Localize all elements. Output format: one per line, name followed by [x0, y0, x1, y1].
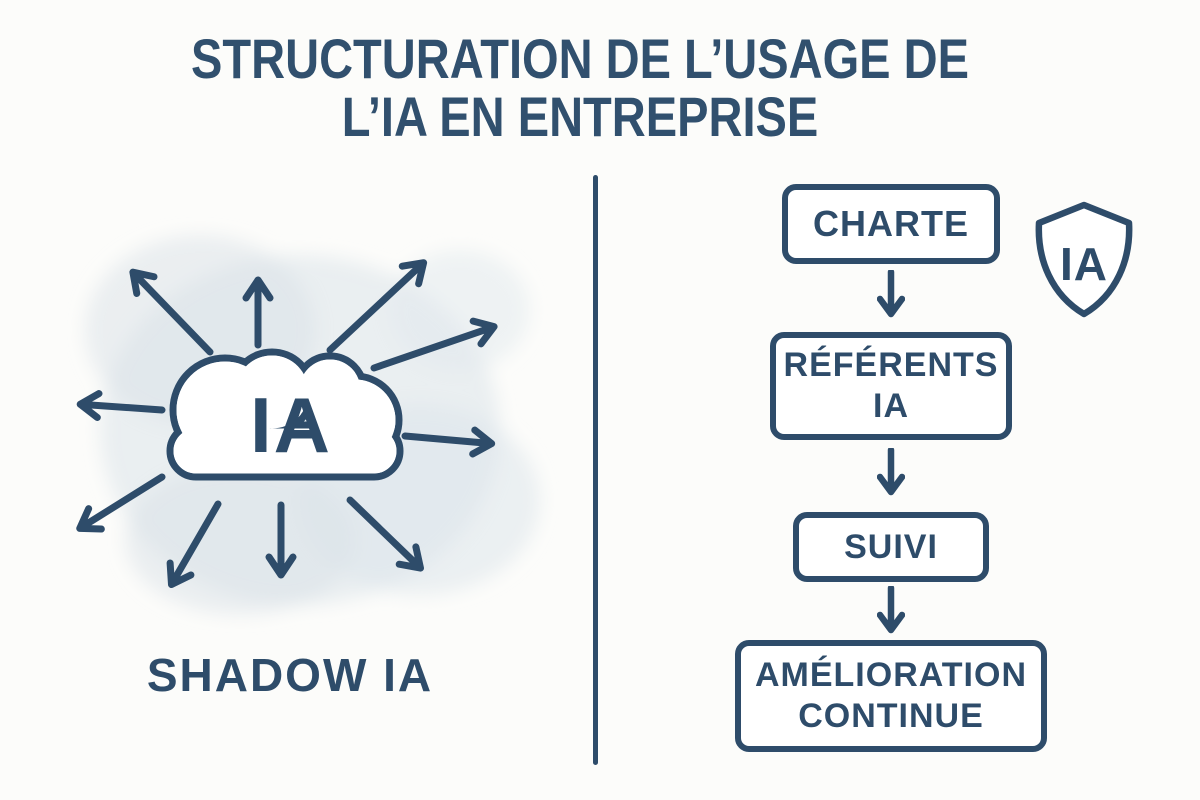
- flow-step-suivi: SUIVI: [793, 512, 989, 582]
- cloud-icon: IA: [166, 348, 404, 481]
- radiating-arrow-left: [76, 390, 166, 422]
- flow-step-referents-ia: RÉFÉRENTS IA: [770, 332, 1012, 440]
- flow-step-amelioration-continue-label: AMÉLIORATION CONTINUE: [754, 656, 1027, 735]
- radiating-arrow-down-right: [346, 496, 424, 572]
- flow-step-referents-ia-label: RÉFÉRENTS IA: [783, 346, 999, 425]
- radiating-arrow-up-left: [129, 268, 214, 356]
- shadow-ia-caption: SHADOW IA: [146, 649, 434, 701]
- flow-step-suivi-label: SUIVI: [844, 527, 938, 566]
- radiating-arrow-down: [265, 501, 297, 579]
- flow-step-charte: CHARTE: [782, 184, 1000, 264]
- radiating-arrow-down-left-steep: [166, 500, 222, 589]
- divider-line: [593, 175, 598, 765]
- title-line-1: STRUCTURATION DE L’USAGE DE: [191, 27, 969, 90]
- cloud-ia-label: IA: [250, 381, 332, 469]
- radiating-arrow-right-up: [370, 317, 498, 372]
- radiating-arrow-down-left: [76, 473, 166, 533]
- flow-step-charte-label: CHARTE: [813, 203, 969, 245]
- radiating-arrow-right: [401, 426, 496, 458]
- page-title: STRUCTURATION DE L’USAGE DE L’IA EN ENTR…: [181, 30, 979, 145]
- flow-step-amelioration-continue: AMÉLIORATION CONTINUE: [735, 640, 1047, 752]
- down-arrow-icon: [877, 448, 905, 496]
- radiating-arrow-up-right: [326, 259, 428, 354]
- down-arrow-icon: [877, 270, 905, 318]
- title-line-2: L’IA EN ENTREPRISE: [341, 84, 819, 148]
- shield-ia-icon: IA: [1035, 201, 1133, 318]
- shadow-ia-illustration: IA: [76, 235, 540, 615]
- radiating-arrow-up: [242, 276, 274, 349]
- shield-ia-label: IA: [1060, 238, 1108, 290]
- down-arrow-icon: [877, 586, 905, 634]
